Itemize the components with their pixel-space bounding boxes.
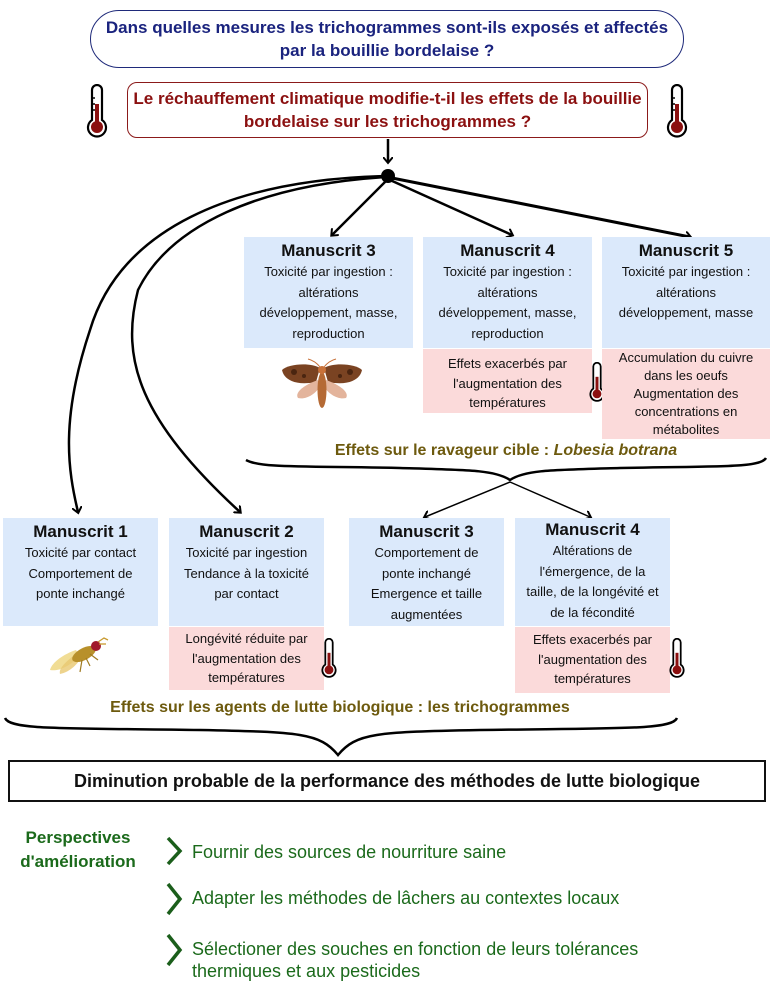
manuscript-line: Comportement de [374,545,479,560]
thermometer-icon [669,638,685,678]
manuscript-line: de la fécondité [550,604,635,620]
arrow-to-pest-m3 [332,179,388,235]
manuscript-title: Manuscrit 4 [545,520,640,539]
perspective-item-line: thermiques et aux pesticides [192,961,421,981]
pest-species-name: Lobesia botrana [553,442,678,459]
manuscript-line: ponte inchangé [382,565,471,581]
manuscript-title: Manuscrit 5 [638,241,734,260]
manuscript-line: Toxicité par ingestion [185,545,308,560]
note-line: températures [208,670,285,685]
note-line: concentrations en [634,404,738,419]
chevron-right-icon [166,836,183,866]
chevron-right-icon [166,933,183,967]
conclusion-box: Diminution probable de la performance de… [8,760,766,802]
arrow-to-agent-m3 [425,481,511,517]
thermometer-icon [86,84,108,138]
agent-manuscript-1: Manuscrit 1 Toxicité par contact Comport… [3,518,158,626]
trichogramma-icon [50,637,109,674]
thermometer-icon [321,638,337,678]
pest-manuscript-4-temperature-note: Effets exacerbés par l'augmentation des … [423,349,592,413]
manuscript-line: Emergence et taille [370,586,483,601]
pest-manuscript-4: Manuscrit 4 Toxicité par ingestion : alt… [423,237,592,348]
thermometer-icon [666,84,688,138]
agent-manuscript-3: Manuscrit 3 Comportement de ponte inchan… [349,518,504,626]
manuscript-line: développement, masse [618,305,754,320]
manuscript-line: altérations [298,284,359,300]
manuscript-line: taille, de la longévité et [526,584,659,599]
pest-effects-label: Effets sur le ravageur cible : Lobesia b… [246,442,766,460]
manuscript-title: Manuscrit 3 [281,241,376,260]
manuscript-line: altérations [656,284,716,300]
arrow-to-pest-m4 [389,178,512,235]
pest-effects-label-prefix: Effets sur le ravageur cible : [334,442,554,459]
note-line: métabolites [652,422,720,437]
agent-manuscript-4-temperature-note: Effets exacerbés par l'augmentation des … [515,627,670,693]
note-line: l'augmentation des [538,651,647,667]
manuscript-line: ponte inchangé [36,586,125,601]
note-line: températures [469,395,546,410]
manuscript-line: augmentées [390,606,463,622]
arrow-to-agent-m4 [509,481,590,517]
perspective-item-line: Sélectioner des souches en fonction de l… [192,939,639,959]
perspective-item: Sélectioner des souches en fonction de l… [192,938,638,982]
note-line: Effets exacerbés par [533,632,652,647]
manuscript-line: l'émergence, de la [539,563,646,579]
manuscript-line: Toxicité par ingestion : [264,264,393,279]
manuscript-line: développement, masse, [259,305,398,320]
manuscript-title: Manuscrit 2 [199,522,294,541]
pest-manuscript-5: Manuscrit 5 Toxicité par ingestion : alt… [602,237,770,348]
manuscript-title: Manuscrit 4 [460,241,555,260]
perspectives-title: Perspectives d'amélioration [8,826,148,874]
manuscript-title: Manuscrit 3 [379,522,474,541]
note-line: Longévité réduite par [185,631,308,646]
manuscript-line: développement, masse, [438,305,577,320]
perspectives-title-line: Perspectives [25,828,131,847]
manuscript-line: par contact [214,586,279,601]
manuscript-line: Comportement de [28,565,133,581]
junction-node [381,169,395,183]
moth-icon [282,358,362,408]
note-line: températures [554,671,631,686]
manuscript-line: altérations [477,284,538,300]
pest-manuscript-5-temperature-note: Accumulation du cuivre dans les oeufs Au… [602,349,770,439]
agent-manuscript-4: Manuscrit 4 Altérations de l'émergence, … [515,518,670,626]
perspective-item: Fournir des sources de nourriture saine [192,842,507,862]
manuscript-line: Toxicité par ingestion : [443,264,572,279]
agent-brace [3,717,679,757]
chevron-right-icon [166,882,183,916]
manuscript-line: reproduction [292,325,365,341]
note-line: l'augmentation des [192,650,301,666]
note-line: Accumulation du cuivre [618,350,754,365]
note-line: Augmentation des [633,386,739,401]
agent-effects-label: Effets sur les agents de lutte biologiqu… [110,699,570,716]
note-line: l'augmentation des [453,375,562,391]
pest-brace [245,457,768,482]
agent-manuscript-2-temperature-note: Longévité réduite par l'augmentation des… [169,627,324,690]
manuscript-line: Toxicité par ingestion : [621,264,751,279]
arrow-to-pest-m5 [391,176,690,237]
climate-question: Le réchauffement climatique modifie-t-il… [127,82,648,138]
pest-manuscript-3: Manuscrit 3 Toxicité par ingestion : alt… [244,237,413,348]
perspectives-title-line: d'amélioration [20,852,136,871]
manuscript-line: reproduction [471,325,544,341]
manuscript-line: Toxicité par contact [24,545,137,560]
note-line: dans les oeufs [644,368,728,383]
main-question: Dans quelles mesures les trichogrammes s… [90,10,684,68]
note-line: Effets exacerbés par [448,356,567,371]
manuscript-line: Altérations de [552,543,633,558]
agent-manuscript-2: Manuscrit 2 Toxicité par ingestion Tenda… [169,518,324,626]
perspective-item: Adapter les méthodes de lâchers au conte… [192,888,620,908]
manuscript-line: Tendance à la toxicité [183,565,310,581]
manuscript-title: Manuscrit 1 [33,522,128,541]
